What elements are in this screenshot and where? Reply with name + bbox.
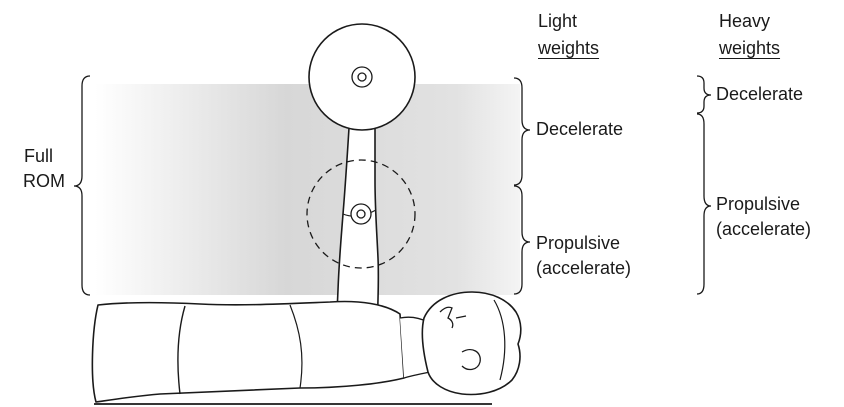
full-rom-label-line2: ROM [23, 171, 65, 192]
torso [92, 302, 404, 403]
heavy-propulsive-brace [697, 114, 711, 294]
light-propulsive-label-line2: (accelerate) [536, 258, 631, 279]
light-weights-header-line1: Light [538, 11, 577, 32]
barbell-plate-top [309, 24, 415, 130]
full-rom-label-line1: Full [24, 146, 53, 167]
light-decelerate-label: Decelerate [536, 119, 623, 140]
full-rom-brace [74, 76, 90, 295]
light-propulsive-label-line1: Propulsive [536, 233, 620, 254]
heavy-decelerate-label: Decelerate [716, 84, 803, 105]
heavy-weights-header-line1: Heavy [719, 11, 770, 32]
barbell-hub-outer-mid [351, 204, 371, 224]
rom-shaded-region [95, 84, 520, 295]
heavy-propulsive-label-line1: Propulsive [716, 194, 800, 215]
heavy-weights-header-line2: weights [719, 38, 780, 59]
head [422, 292, 520, 394]
heavy-propulsive-label-line2: (accelerate) [716, 219, 811, 240]
light-weights-header-line2: weights [538, 38, 599, 59]
heavy-decelerate-brace [697, 76, 711, 113]
